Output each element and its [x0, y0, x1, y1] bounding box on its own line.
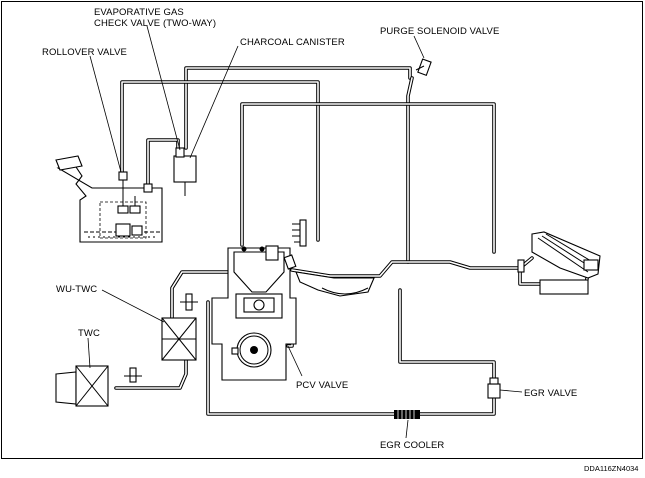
- intake-manifold: [295, 271, 375, 297]
- evap-check-valve-body: [143, 183, 153, 193]
- leader-lines: [87, 25, 523, 439]
- fuel-tank: [55, 155, 163, 243]
- label-twc: TWC: [78, 328, 100, 339]
- wu-twc-body: [161, 293, 198, 361]
- label-purge-solenoid-valve: PURGE SOLENOID VALVE: [380, 26, 499, 37]
- figure-code: DDA116ZN4034: [584, 464, 638, 473]
- purge-solenoid-valve: [415, 58, 432, 76]
- label-evaporative-gas-check-valve-line1: EVAPORATIVE GAS: [94, 7, 184, 18]
- egr-cooler-body: [394, 410, 420, 419]
- twc-body: [55, 365, 142, 407]
- label-charcoal-canister: CHARCOAL CANISTER: [240, 37, 345, 48]
- engine: [211, 245, 297, 381]
- diagram-frame: [1, 1, 643, 459]
- label-evaporative-gas-check-valve-line2: CHECK VALVE (TWO-WAY): [94, 18, 216, 29]
- egr-valve-body: [487, 377, 501, 399]
- label-pcv-valve: PCV VALVE: [296, 380, 348, 391]
- label-egr-valve: EGR VALVE: [524, 388, 577, 399]
- air-cleaner: [517, 231, 601, 295]
- label-egr-cooler: EGR COOLER: [380, 440, 444, 451]
- pipe-network: [114, 66, 592, 416]
- fuel-rail: [292, 219, 307, 247]
- rollover-valve-body: [118, 171, 128, 181]
- label-wu-twc: WU-TWC: [56, 284, 97, 295]
- charcoal-canister: [173, 147, 197, 196]
- label-rollover-valve: ROLLOVER VALVE: [42, 47, 127, 58]
